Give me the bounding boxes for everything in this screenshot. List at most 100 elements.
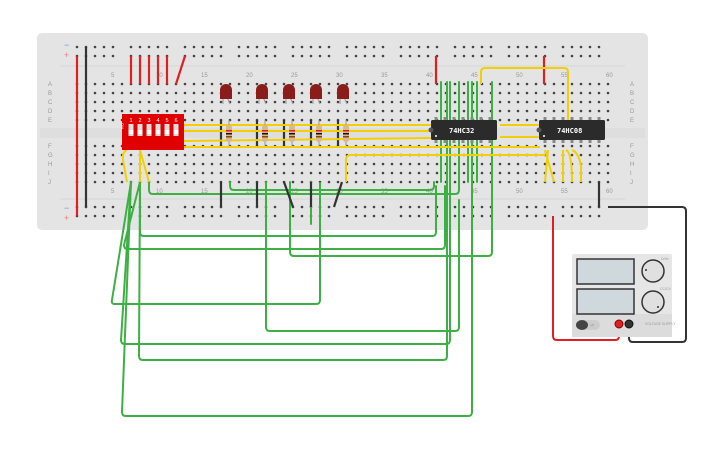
breadboard-hole[interactable]	[354, 162, 358, 166]
rail-hole[interactable]	[237, 205, 241, 209]
breadboard-hole[interactable]	[480, 171, 484, 175]
rail-hole[interactable]	[417, 54, 421, 58]
breadboard-hole[interactable]	[354, 91, 358, 95]
rail-hole[interactable]	[327, 205, 331, 209]
breadboard-hole[interactable]	[165, 180, 169, 184]
rail-hole[interactable]	[462, 54, 466, 58]
rail-hole[interactable]	[354, 45, 358, 49]
breadboard-hole[interactable]	[579, 153, 583, 157]
breadboard-hole[interactable]	[210, 162, 214, 166]
breadboard-hole[interactable]	[174, 91, 178, 95]
breadboard-hole[interactable]	[588, 162, 592, 166]
rail-hole[interactable]	[291, 214, 295, 218]
rail-hole[interactable]	[408, 205, 412, 209]
breadboard-hole[interactable]	[192, 91, 196, 95]
rail-hole[interactable]	[453, 214, 457, 218]
wire-green[interactable]	[229, 181, 435, 191]
led[interactable]	[337, 84, 349, 99]
wire-yellow[interactable]	[182, 137, 433, 142]
rail-hole[interactable]	[462, 205, 466, 209]
rail-hole[interactable]	[318, 54, 322, 58]
breadboard-hole[interactable]	[129, 91, 133, 95]
rail-hole[interactable]	[255, 45, 259, 49]
rail-hole[interactable]	[165, 205, 169, 209]
breadboard-hole[interactable]	[435, 180, 439, 184]
breadboard-hole[interactable]	[507, 82, 511, 86]
rail-hole[interactable]	[480, 214, 484, 218]
breadboard-hole[interactable]	[273, 171, 277, 175]
wire-green[interactable]	[139, 181, 437, 237]
breadboard-hole[interactable]	[408, 180, 412, 184]
breadboard-hole[interactable]	[174, 109, 178, 113]
breadboard-hole[interactable]	[246, 118, 250, 122]
rail-hole[interactable]	[372, 205, 376, 209]
breadboard-hole[interactable]	[156, 100, 160, 104]
breadboard-hole[interactable]	[255, 153, 259, 157]
breadboard-hole[interactable]	[318, 171, 322, 175]
rail-hole[interactable]	[426, 205, 430, 209]
breadboard-hole[interactable]	[336, 162, 340, 166]
rail-hole[interactable]	[381, 214, 385, 218]
breadboard-hole[interactable]	[327, 100, 331, 104]
breadboard-hole[interactable]	[309, 171, 313, 175]
breadboard-hole[interactable]	[417, 91, 421, 95]
breadboard-hole[interactable]	[606, 82, 610, 86]
breadboard-hole[interactable]	[201, 162, 205, 166]
rail-hole[interactable]	[408, 214, 412, 218]
breadboard-hole[interactable]	[210, 109, 214, 113]
rail-hole[interactable]	[426, 54, 430, 58]
rail-hole[interactable]	[192, 214, 196, 218]
breadboard-hole[interactable]	[210, 180, 214, 184]
wire-yellow[interactable]	[480, 67, 569, 123]
breadboard-hole[interactable]	[282, 162, 286, 166]
breadboard-hole[interactable]	[273, 91, 277, 95]
breadboard-hole[interactable]	[300, 100, 304, 104]
breadboard-hole[interactable]	[426, 91, 430, 95]
breadboard-hole[interactable]	[534, 82, 538, 86]
wire-black-power[interactable]	[608, 206, 687, 343]
rail-hole[interactable]	[561, 54, 565, 58]
breadboard-hole[interactable]	[354, 100, 358, 104]
breadboard-hole[interactable]	[237, 82, 241, 86]
breadboard-hole[interactable]	[255, 109, 259, 113]
rail-hole[interactable]	[183, 45, 187, 49]
rail-hole[interactable]	[525, 205, 529, 209]
breadboard-hole[interactable]	[336, 180, 340, 184]
breadboard-hole[interactable]	[507, 171, 511, 175]
rail-hole[interactable]	[201, 45, 205, 49]
rail-hole[interactable]	[264, 54, 268, 58]
breadboard-hole[interactable]	[597, 91, 601, 95]
rail-hole[interactable]	[129, 45, 133, 49]
rail-hole[interactable]	[183, 214, 187, 218]
breadboard-hole[interactable]	[165, 162, 169, 166]
breadboard-hole[interactable]	[201, 153, 205, 157]
breadboard-hole[interactable]	[525, 100, 529, 104]
breadboard-hole[interactable]	[390, 118, 394, 122]
breadboard-hole[interactable]	[174, 153, 178, 157]
breadboard-hole[interactable]	[345, 82, 349, 86]
breadboard-hole[interactable]	[138, 109, 142, 113]
rail-hole[interactable]	[426, 45, 430, 49]
breadboard-hole[interactable]	[453, 109, 457, 113]
wire-yellow[interactable]	[121, 149, 128, 183]
breadboard-hole[interactable]	[291, 82, 295, 86]
breadboard-hole[interactable]	[588, 109, 592, 113]
rail-hole[interactable]	[111, 45, 115, 49]
rail-hole[interactable]	[480, 45, 484, 49]
breadboard-hole[interactable]	[291, 109, 295, 113]
breadboard-hole[interactable]	[111, 82, 115, 86]
breadboard-hole[interactable]	[300, 82, 304, 86]
rail-hole[interactable]	[588, 45, 592, 49]
breadboard-hole[interactable]	[237, 109, 241, 113]
breadboard-hole[interactable]	[570, 153, 574, 157]
breadboard-hole[interactable]	[210, 153, 214, 157]
breadboard-hole[interactable]	[372, 162, 376, 166]
breadboard-hole[interactable]	[588, 180, 592, 184]
breadboard-hole[interactable]	[426, 109, 430, 113]
breadboard-hole[interactable]	[273, 118, 277, 122]
breadboard-hole[interactable]	[102, 144, 106, 148]
breadboard-hole[interactable]	[381, 82, 385, 86]
rail-hole[interactable]	[327, 54, 331, 58]
rail-hole[interactable]	[516, 54, 520, 58]
breadboard-hole[interactable]	[102, 100, 106, 104]
